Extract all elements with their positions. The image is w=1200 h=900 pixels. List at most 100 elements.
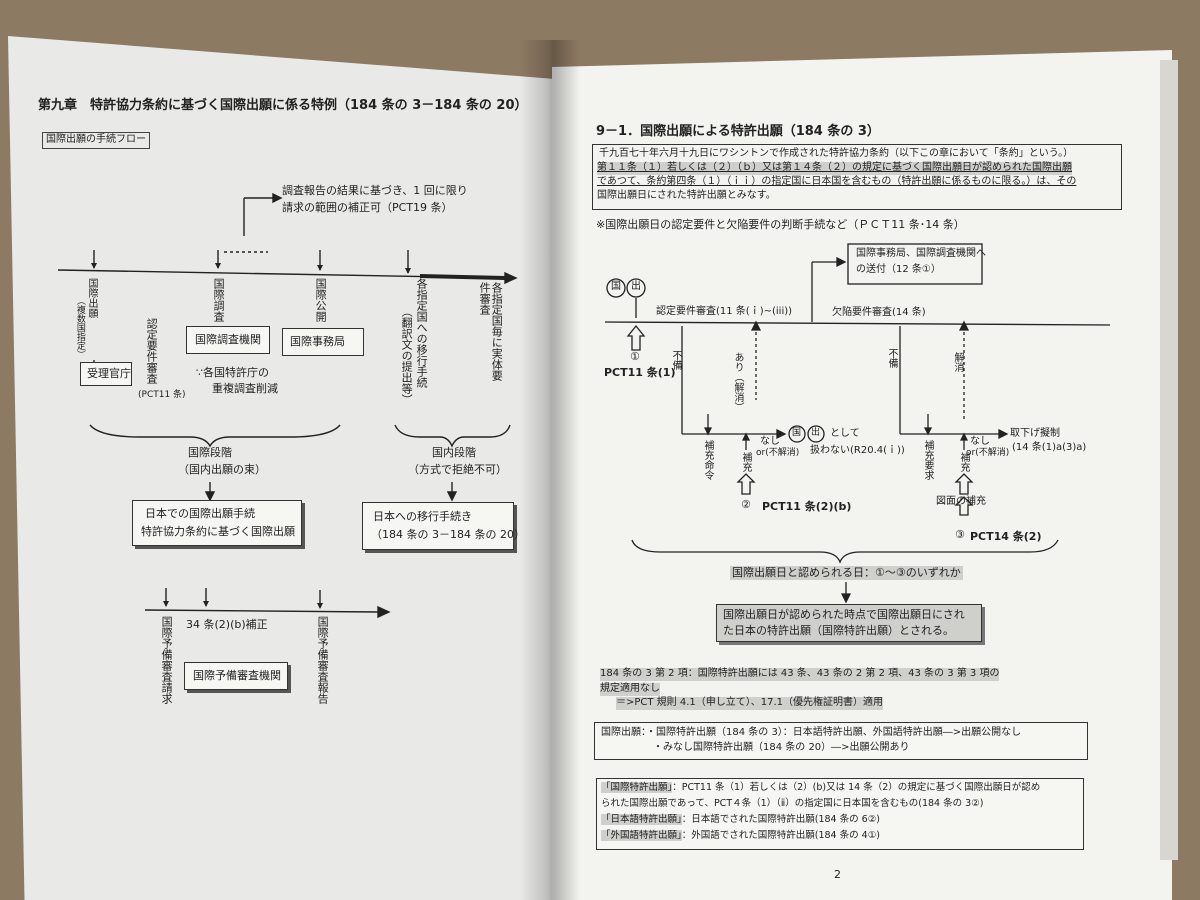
def2-text: ：日本語でされた国際特許出願(184 条の 6②) xyxy=(681,814,880,825)
chofuku-line2: 重複調査削減 xyxy=(212,382,278,395)
hoshiki-kyozetsu: （方式で拒絶不可） xyxy=(408,463,507,476)
de-circle: 出 xyxy=(631,281,641,292)
def1-text: ：PCT11 条（1）若しくは（2）(b)又は 14 条（2）の規定に基づく国際… xyxy=(672,782,1041,793)
nashi2: なし xyxy=(970,436,990,447)
p184-line2: 規定適用なし xyxy=(600,683,660,696)
section-title: 9－1．国際出願による特許出願（184 条の 3） xyxy=(596,124,880,139)
v-fubi1: 不備 xyxy=(670,350,681,370)
jp-tetsuzuki-box: 日本での国際出願手続 特許協力条約に基づく国際出願 xyxy=(132,500,302,546)
v-kokusai-shutsugan: 国際出願 xyxy=(86,278,97,318)
kuni-circle-small: 国 xyxy=(792,428,802,438)
kokusai-dankai: 国際段階 xyxy=(188,446,232,459)
def3-label: 「外国語特許出願」 xyxy=(601,830,682,841)
jimukyoku-label: 国際事務局 xyxy=(290,335,345,348)
v-nintei-shinsa: 認定要件審査 xyxy=(145,318,159,384)
chofuku-line1: ∵各国特許庁の xyxy=(196,366,269,379)
concl-line2: た日本の特許出願（国際特許出願）とされる。 xyxy=(723,624,954,637)
torisage: 取下げ擬制 xyxy=(1010,428,1060,439)
nashi1: なし xyxy=(760,436,780,447)
date-line: 国際出願日と認められる日：①～③のいずれか xyxy=(730,566,963,580)
kuni-circle: 国 xyxy=(611,281,621,292)
v-yobi-seikyu: 国際予備審査請求 xyxy=(160,616,174,704)
v-kokusai-kokai: 国際公開 xyxy=(314,278,328,322)
juri-kancho-label: 受理官庁 xyxy=(87,367,131,380)
v-yobi-hokoku: 国際予備審査報告 xyxy=(316,616,330,704)
flow-tag: 国際出願の手続フロー xyxy=(42,132,150,149)
article-box: 千九百七十年六月十九日にワシントンで作成された特許協力条約（以下この章において「… xyxy=(592,144,1122,210)
def1-label: 「国際特許出願」 xyxy=(601,782,673,793)
jp-box-line2: 特許協力条約に基づく国際出願 xyxy=(141,525,295,538)
v-hoju1: 補充 xyxy=(740,452,751,472)
juri-kancho-box: 受理官庁 xyxy=(80,362,132,386)
sofu-line1: 国際事務局、国際調査機関へ xyxy=(856,248,986,259)
v-ari-kaisho: あり（解消） xyxy=(732,352,743,412)
v-kaisho: 解消 xyxy=(952,352,963,372)
iko-box-line1: 日本への移行手続き xyxy=(373,510,472,523)
para-line2: 第１１条（１）若しくは（２）（ｂ）又は第１４条（２）の規定に基づく国際出願日が認… xyxy=(597,162,1072,175)
v-ikou-tetsuzuki: 各指定国への移行手続 xyxy=(415,278,429,388)
kokunai-dankai: 国内段階 xyxy=(432,446,476,459)
sofu-line2: の送付（12 条①） xyxy=(856,264,941,275)
kokunai-taba: （国内出願の束） xyxy=(178,463,266,476)
pub-line1: 国際出願：・国際特許出願（184 条の 3）：日本語特許出願、外国語特許出願―>… xyxy=(601,727,1022,738)
def1-row: 「国際特許出願」：PCT11 条（1）若しくは（2）(b)又は 14 条（2）の… xyxy=(601,782,1040,794)
jimukyoku-box: 国際事務局 xyxy=(282,328,364,356)
pct11-ref: (PCT11 条) xyxy=(138,390,186,400)
chosa-kikan-box: 国際調査機関 xyxy=(186,326,270,354)
de-circle-small: 出 xyxy=(811,428,821,438)
definition-box: 「国際特許出願」：PCT11 条（1）若しくは（2）(b)又は 14 条（2）の… xyxy=(596,778,1084,850)
kekkan-label: 欠陥要件審査(14 条) xyxy=(832,307,926,318)
para-line3: であつて、条約第四条（１）（ｉｉ）の指定国に日本国を含むもの（特許出願に係るもの… xyxy=(597,176,1077,187)
page-stack-edge xyxy=(1160,60,1178,860)
pct14: PCT14 条(2) xyxy=(970,530,1042,543)
toshite: として xyxy=(830,428,860,439)
atsukawanai: 扱わない(R20.4(ｉ)) xyxy=(810,445,905,456)
pct11-1: PCT11 条(1) xyxy=(604,366,676,379)
publication-box: 国際出願：・国際特許出願（184 条の 3）：日本語特許出願、外国語特許出願―>… xyxy=(594,722,1088,760)
hosei-34: 34 条(2)(b)補正 xyxy=(186,618,268,631)
v-fukusu-shitei: （複数国指定） xyxy=(74,296,85,359)
concl-line1: 国際出願日が認められた時点で国際出願日にされ xyxy=(723,608,965,621)
def1-text2: られた国際出願であって、PCT４条（1）（ⅱ）の指定国に日本国を含むもの(184… xyxy=(601,798,984,809)
p184-line3: ＝>PCT 規則 4.1（申し立て）、17.1（優先権証明書）適用 xyxy=(616,697,884,710)
p184-line1: 184 条の 3 第 2 項：国際特許出願には 43 条、43 条の 2 第 2… xyxy=(600,668,1000,681)
spine-shadow xyxy=(520,40,580,900)
v-hoju-yokyu: 補充要求 xyxy=(922,440,933,480)
chosa-kikan-label: 国際調査機関 xyxy=(195,333,261,346)
page-number: 2 xyxy=(834,868,841,881)
or1: or(不解消) xyxy=(756,448,800,458)
v-hoju2: 補充 xyxy=(958,452,969,472)
yobi-kikan-box: 国際予備審査機関 xyxy=(184,662,288,690)
iko-tetsuzuki-box: 日本への移行手続き （184 条の 3－184 条の 20） xyxy=(362,502,525,550)
yobi-kikan-label: 国際予備審査機関 xyxy=(193,669,281,682)
def3-text: ：外国語でされた国際特許出願(184 条の 4①) xyxy=(681,830,880,841)
def3-row: 「外国語特許出願」：外国語でされた国際特許出願(184 条の 4①) xyxy=(601,830,880,842)
jp-box-line1: 日本での国際出願手続 xyxy=(145,507,255,520)
iko-box-line2: （184 条の 3－184 条の 20） xyxy=(371,528,525,541)
left-page xyxy=(8,36,558,900)
note-title: ※国際出願日の認定要件と欠陥要件の判断手続など（ＰＣＴ11 条･14 条） xyxy=(596,218,965,231)
v-honyaku: （翻訳文の提出等） xyxy=(400,306,414,405)
v-hoju-meirei: 補充命令 xyxy=(702,440,713,480)
nintei-label: 認定要件審査(11 条(ｉ)~(iii)) xyxy=(656,306,793,317)
v-kokusai-chosa: 国際調査 xyxy=(212,278,226,322)
search-note-line1: 調査報告の結果に基づき、1 回に限り xyxy=(282,184,468,197)
conclusion-box: 国際出願日が認められた時点で国際出願日にされ た日本の特許出願（国際特許出願）と… xyxy=(716,604,982,642)
pct11-2b: PCT11 条(2)(b) xyxy=(762,500,852,513)
torisage-ref: (14 条(1)a(3)a) xyxy=(1012,442,1087,453)
num1: ① xyxy=(630,350,640,363)
pub-line2: ・みなし国際特許出願（184 条の 20）―>出願公開あり xyxy=(653,742,910,753)
search-note-line2: 請求の範囲の補正可（PCT19 条） xyxy=(282,201,453,214)
num3: ③ xyxy=(955,528,965,541)
chapter-title: 第九章 特許協力条約に基づく国際出願に係る特例（184 条の 3－184 条の … xyxy=(38,98,528,113)
def2-label: 「日本語特許出願」 xyxy=(601,814,682,825)
para-line1: 千九百七十年六月十九日にワシントンで作成された特許協力条約（以下この章において「… xyxy=(599,148,1074,159)
or2: or(不解消) xyxy=(966,448,1010,458)
num2: ② xyxy=(741,498,751,511)
zumen-hoju: 図面の補充 xyxy=(936,496,986,507)
v-fubi2: 不備 xyxy=(886,348,897,368)
v-jittai-shinsa: 各指定国毎に実体要件審査 xyxy=(478,282,504,381)
def2-row: 「日本語特許出願」：日本語でされた国際特許出願(184 条の 6②) xyxy=(601,814,880,826)
